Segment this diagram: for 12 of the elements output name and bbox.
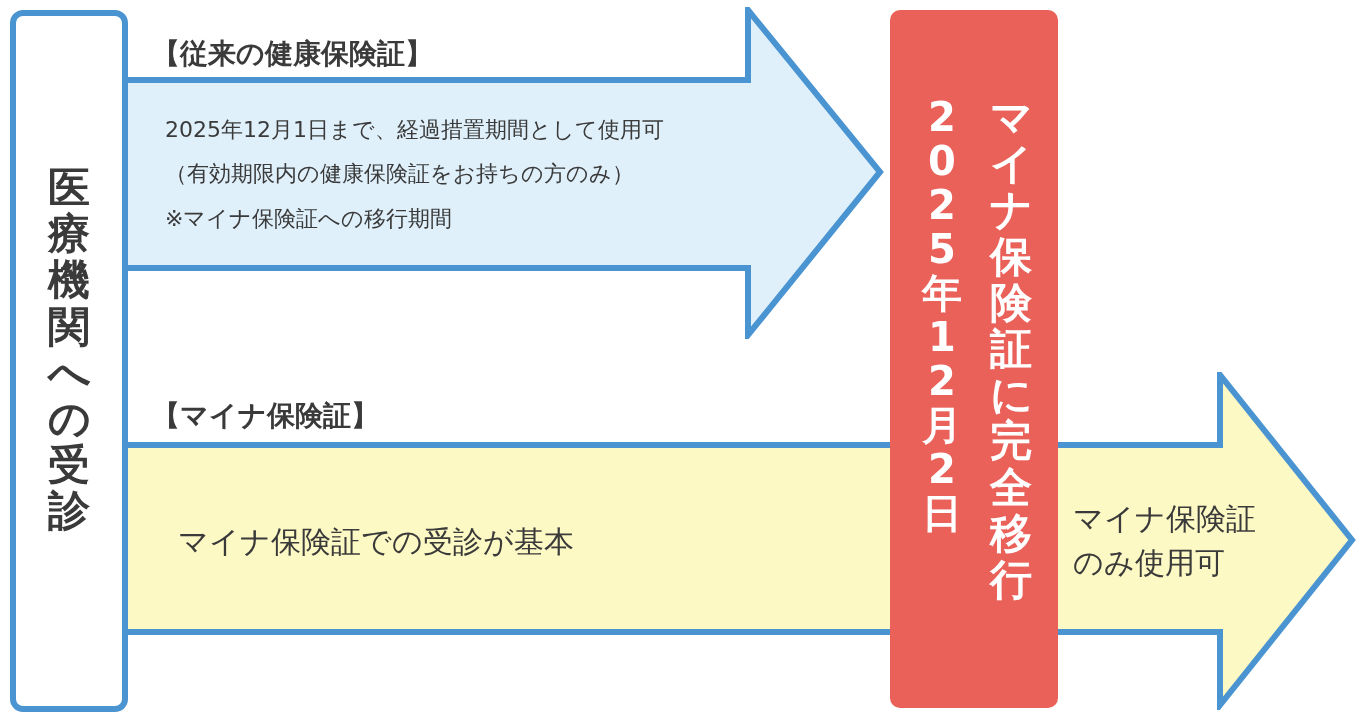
- category-label: 医療機関への受診: [48, 165, 90, 535]
- note-text: ※マイナ保険証への移行期間: [165, 205, 453, 233]
- note-text: （有効期限内の健康保険証をお持ちの方のみ）: [165, 160, 634, 188]
- category-box: [10, 10, 128, 712]
- arrow-heading: 【従来の健康保険証】: [152, 36, 433, 72]
- milestone-box: [890, 10, 1058, 708]
- note-text: 2025年12月1日まで、経過措置期間として使用可: [165, 116, 664, 144]
- arrow-heading: 【マイナ保険証】: [152, 398, 379, 434]
- arrow-text: マイナ保険証のみ使用可: [1073, 500, 1257, 582]
- milestone-label: マイナ保険証に完全移行: [990, 95, 1032, 604]
- date-label: 2025年12月2日: [922, 95, 962, 535]
- arrow-text: マイナ保険証での受診が基本: [178, 523, 574, 561]
